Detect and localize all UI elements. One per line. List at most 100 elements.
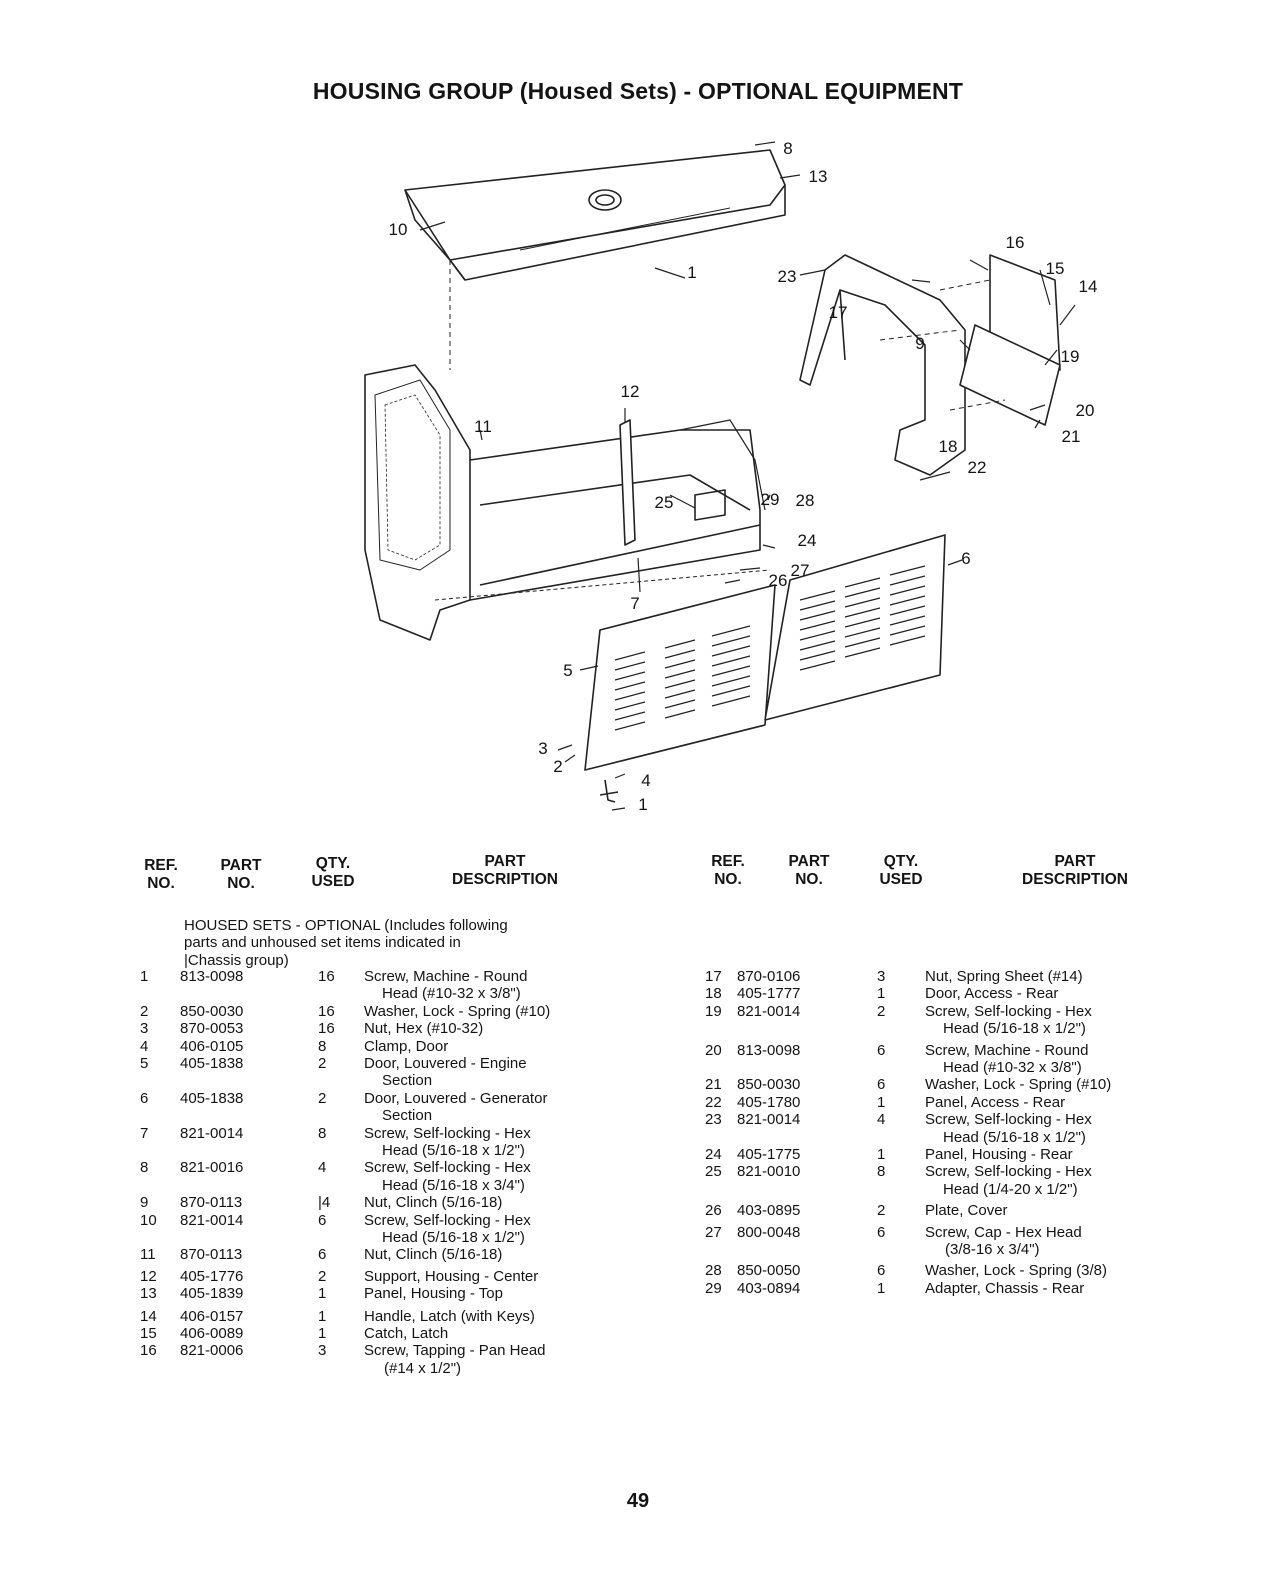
callout-label: 1 [687,263,696,282]
part-description: Head (#10-32 x 3/8") [943,1058,1082,1076]
qty-used: 6 [318,1211,327,1229]
header-qty-used: QTY.USED [311,855,355,890]
qty-used: 4 [877,1111,886,1129]
qty-used: 1 [877,1145,886,1163]
callout-label: 12 [621,382,640,401]
page-number: 49 [626,1490,650,1512]
part-description: Screw, Cap - Hex Head [925,1223,1082,1241]
ref-number: 25 [705,1163,722,1181]
qty-used: 16 [318,1020,335,1038]
ref-number: 2 [140,1002,149,1020]
exploded-parts-diagram: 1123456789101112131415161718192021222324… [364,139,1097,814]
part-description: Head (5/16-18 x 1/2") [382,1228,525,1246]
callout-label: 26 [769,571,788,590]
ref-number: 14 [140,1307,157,1325]
part-description: Nut, Spring Sheet (#14) [925,968,1083,985]
part-description: Handle, Latch (with Keys) [364,1307,535,1325]
callout-label: 13 [809,167,828,186]
part-number: 405-1838 [180,1054,244,1072]
part-description: Nut, Hex (#10-32) [364,1020,484,1038]
callout-label: 5 [563,661,572,680]
ref-number: 18 [705,985,722,1003]
housed-sets-note: HOUSED SETS - OPTIONAL (Includes followi… [184,917,508,969]
louvered-door-engine [584,584,776,771]
part-number: 870-0113 [180,1194,243,1212]
ref-number: 21 [705,1076,722,1094]
qty-used: 1 [877,1093,886,1111]
page-title: HOUSING GROUP (Housed Sets) - OPTIONAL E… [312,78,964,104]
qty-used: 16 [318,1002,335,1020]
callout-label: 18 [939,437,958,456]
ref-number: 7 [140,1124,149,1142]
part-description: Washer, Lock - Spring (3/8) [925,1262,1108,1280]
ref-number: 23 [705,1111,722,1129]
ref-number: 16 [140,1342,157,1360]
part-number: 870-0053 [180,1020,244,1038]
part-description: Head (5/16-18 x 3/4") [382,1176,525,1194]
part-number: 800-0048 [737,1223,801,1241]
part-description: Door, Louvered - Generator [364,1089,548,1107]
part-description: Door, Access - Rear [925,985,1059,1003]
callout-label: 11 [474,417,492,436]
qty-used: 4 [318,1159,327,1177]
part-number: 821-0014 [737,1111,801,1129]
part-description: Screw, Self-locking - Hex [925,1002,1092,1020]
part-description: Nut, Clinch (5/16-18) [364,1194,503,1212]
top-housing-panel [404,149,786,281]
callout-label: 28 [796,491,815,510]
ref-number: 19 [705,1002,722,1020]
ref-number: 15 [140,1324,157,1342]
ref-number: 17 [705,968,722,985]
part-description: Screw, Self-locking - Hex [925,1111,1092,1129]
qty-used: 6 [877,1223,886,1241]
part-number: 406-0089 [180,1324,244,1342]
qty-used: 1 [318,1285,327,1303]
part-description: Panel, Housing - Rear [925,1145,1073,1163]
qty-used: 1 [318,1307,327,1325]
callout-label: 20 [1076,401,1095,420]
callout-label: 21 [1062,427,1081,446]
part-description: Clamp, Door [364,1037,449,1055]
part-description: Adapter, Chassis - Rear [925,1279,1085,1297]
ref-number: 6 [140,1089,149,1107]
part-description: Head (5/16-18 x 1/2") [382,1141,525,1159]
part-description: Screw, Tapping - Pan Head [364,1342,546,1360]
qty-used: 16 [318,968,335,985]
qty-used: 6 [877,1076,886,1094]
part-number: 821-0014 [180,1211,244,1229]
callout-label: 1 [638,795,647,814]
chassis-frame [364,364,771,641]
callout-label: 22 [968,458,987,477]
callout-label: 25 [655,493,674,512]
qty-used: 3 [318,1342,327,1360]
ref-number: 28 [705,1262,722,1280]
part-description: Head (5/16-18 x 1/2") [943,1128,1086,1146]
callout-label: 29 [761,490,780,509]
qty-used: 6 [877,1041,886,1059]
part-description: Screw, Machine - Round [925,1041,1089,1059]
ref-number: 9 [140,1194,149,1212]
callout-label: 23 [778,267,797,286]
callout-label: 4 [641,771,650,790]
part-number: 403-0894 [737,1279,801,1297]
part-number: 821-0006 [180,1342,244,1360]
part-description: Screw, Machine - Round [364,968,528,985]
part-number: 405-1775 [737,1145,801,1163]
qty-used: |4 [318,1194,331,1212]
part-description: Catch, Latch [364,1324,449,1342]
part-number: 870-0113 [180,1246,243,1264]
